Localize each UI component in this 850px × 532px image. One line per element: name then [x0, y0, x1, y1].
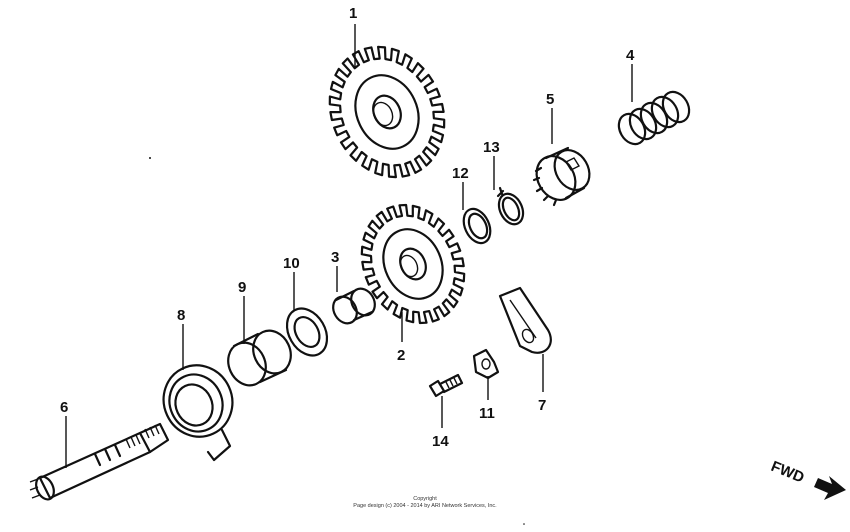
part-11-lock-washer[interactable]	[472, 348, 500, 380]
part-1-gear-top[interactable]	[328, 45, 446, 179]
callout-11: 11	[479, 405, 495, 422]
stray-dot	[149, 157, 151, 159]
callout-12: 12	[452, 165, 469, 182]
part-12-snap-ring[interactable]	[459, 205, 496, 248]
callout-6: 6	[60, 399, 68, 416]
fwd-direction-indicator: FWD	[769, 458, 846, 500]
callout-1: 1	[349, 5, 357, 22]
part-6-spindle[interactable]	[29, 422, 170, 502]
callout-10: 10	[283, 255, 300, 272]
part-7-plate[interactable]	[498, 286, 552, 354]
callout-9: 9	[238, 279, 246, 296]
callout-8: 8	[177, 307, 185, 324]
stray-dot	[523, 523, 525, 525]
part-4-spring[interactable]	[614, 87, 695, 149]
part-3-bushing[interactable]	[328, 284, 379, 327]
callout-7: 7	[538, 397, 546, 414]
callout-14: 14	[432, 433, 449, 450]
part-10-washer[interactable]	[279, 301, 335, 362]
part-13-circlip[interactable]	[494, 186, 527, 228]
callout-3: 3	[331, 249, 339, 266]
fwd-label: FWD	[769, 458, 807, 487]
leader-lines	[65, 24, 633, 468]
gear-teeth	[360, 203, 466, 325]
callout-13: 13	[483, 139, 500, 156]
fwd-arrow-icon	[814, 476, 846, 500]
copyright-line-1: Copyright	[413, 496, 437, 502]
part-14-bolt[interactable]	[428, 373, 464, 398]
part-5-ratchet[interactable]	[529, 144, 596, 207]
part-2-gear-middle[interactable]	[360, 203, 466, 325]
copyright-line-2: Page design (c) 2004 - 2014 by ARI Netwo…	[353, 503, 497, 509]
callout-numbers: 1 2 3 4 5 6 7 8 9 10 11 12 13 14	[60, 5, 635, 450]
callout-2: 2	[397, 347, 405, 364]
part-9-collar[interactable]	[221, 324, 297, 391]
callout-4: 4	[626, 47, 635, 64]
callout-5: 5	[546, 91, 554, 108]
gear-teeth	[328, 45, 446, 179]
copyright-notice: Copyright Page design (c) 2004 - 2014 by…	[353, 496, 497, 509]
